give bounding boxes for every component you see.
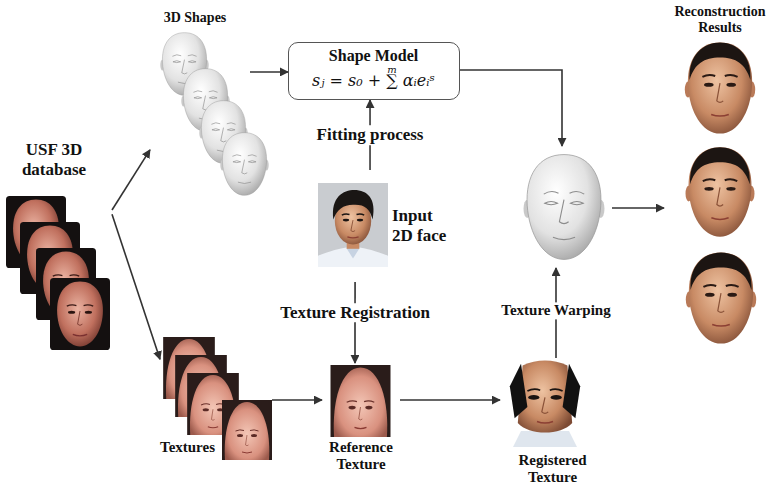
- registered-texture-image: [505, 359, 585, 447]
- arrow-label: Texture Warping: [498, 302, 613, 319]
- node-label: Shape Model: [289, 47, 458, 65]
- database-group: USF 3D database: [4, 140, 112, 352]
- edge-label: Texture Registration: [277, 303, 433, 323]
- model-to-mesh-arrow: [460, 70, 562, 146]
- texture-image: [222, 400, 272, 460]
- node-label: 3D Shapes: [150, 10, 240, 26]
- node-label: Input 2D face: [392, 206, 452, 245]
- node-label: Reconstruction Results: [666, 4, 774, 36]
- superscript-text: m: [387, 64, 396, 76]
- mesh-image: [220, 133, 268, 196]
- reference-texture-image: [331, 365, 391, 437]
- texture-group: Textures: [160, 335, 272, 463]
- arrow-connector: [354, 282, 356, 363]
- shapes-group: 3D Shapes: [150, 8, 250, 205]
- reference-group: Reference Texture: [322, 363, 400, 478]
- arrow-connector: [400, 399, 500, 401]
- node-label: Textures: [160, 439, 224, 456]
- arrow-connector: [250, 71, 288, 73]
- node-label: USF 3D database: [4, 140, 104, 179]
- results-group: Reconstruction Results: [666, 2, 774, 350]
- input-photo: [318, 183, 388, 267]
- formula-text: sⱼ = s₀ + ∑ αᵢeᵢˢ: [289, 72, 458, 90]
- arrow-connector: [272, 399, 322, 401]
- mesh-to-results-arrow: [612, 207, 664, 209]
- face-stack: [6, 196, 110, 350]
- face-image: [50, 278, 110, 350]
- mesh-stack: [160, 33, 268, 196]
- result-face: [686, 147, 755, 236]
- input-group: Input 2D face: [316, 170, 456, 282]
- reconstructed-mesh: [524, 155, 605, 260]
- registered-group: Registered Texture: [500, 356, 610, 492]
- edge-label: Fitting process: [314, 125, 427, 145]
- arrow-connector: [112, 150, 150, 210]
- process-box: Shape Model sⱼ = s₀ + ∑ αᵢeᵢˢm: [288, 42, 460, 100]
- result-face: [685, 42, 755, 133]
- node-label: Registered Texture: [500, 452, 605, 487]
- node-label: Reference Texture: [318, 439, 404, 474]
- layout-arrows: [460, 70, 664, 358]
- result-face: [686, 252, 756, 343]
- arrow-connector: [112, 214, 160, 359]
- result-stack: [685, 42, 756, 343]
